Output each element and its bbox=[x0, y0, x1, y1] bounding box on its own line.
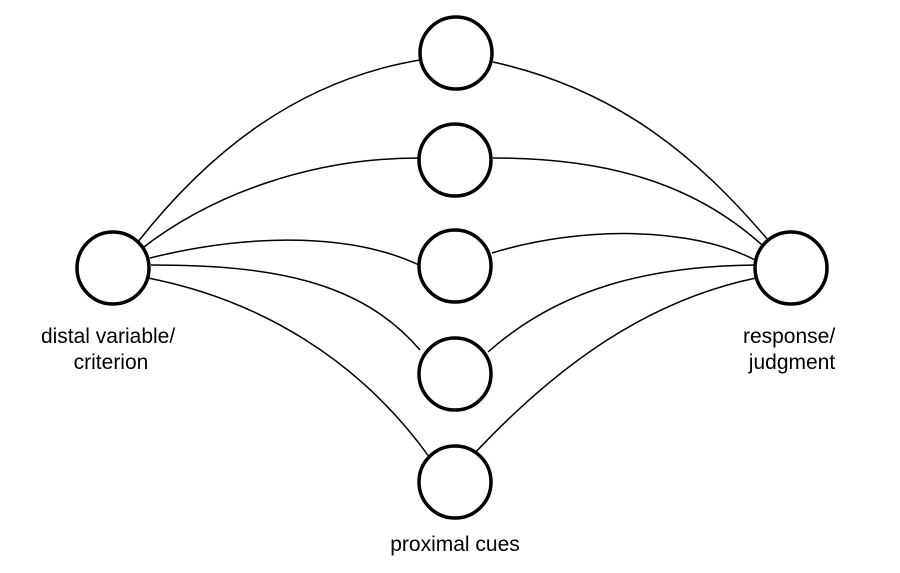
distal-label-line-1: distal variable/ bbox=[41, 325, 175, 348]
proximal-cue-nodes bbox=[417, 15, 494, 520]
edge-cue-2-response bbox=[492, 157, 763, 246]
cue-node bbox=[417, 122, 493, 198]
edge-cue-5-response bbox=[472, 277, 757, 456]
proximal-cues-label: proximal cues bbox=[390, 533, 520, 556]
edge-cue-1-response bbox=[492, 61, 769, 241]
distal-to-cue-links bbox=[136, 59, 431, 459]
response-node bbox=[753, 230, 829, 306]
edge-distal-cue-4 bbox=[150, 264, 421, 351]
edge-cue-4-response bbox=[487, 264, 757, 353]
edge-distal-cue-2 bbox=[139, 157, 420, 251]
edge-distal-cue-3 bbox=[149, 239, 420, 266]
edge-cue-3-response bbox=[491, 232, 756, 261]
response-judgment-label: response/ judgment bbox=[743, 325, 841, 374]
distal-variable-node bbox=[75, 230, 151, 306]
distal-variable-label: distal variable/ criterion bbox=[41, 325, 181, 374]
cue-node bbox=[417, 336, 493, 412]
response-label-line-1: response/ bbox=[743, 325, 835, 348]
response-label-line-2: judgment bbox=[748, 351, 836, 374]
edge-distal-cue-1 bbox=[136, 59, 421, 244]
edge-distal-cue-5 bbox=[147, 277, 431, 459]
cue-node bbox=[417, 444, 493, 520]
cue-to-response-links bbox=[472, 61, 769, 456]
cue-node bbox=[417, 228, 493, 304]
cue-node bbox=[418, 15, 494, 91]
distal-label-line-2: criterion bbox=[74, 351, 149, 374]
